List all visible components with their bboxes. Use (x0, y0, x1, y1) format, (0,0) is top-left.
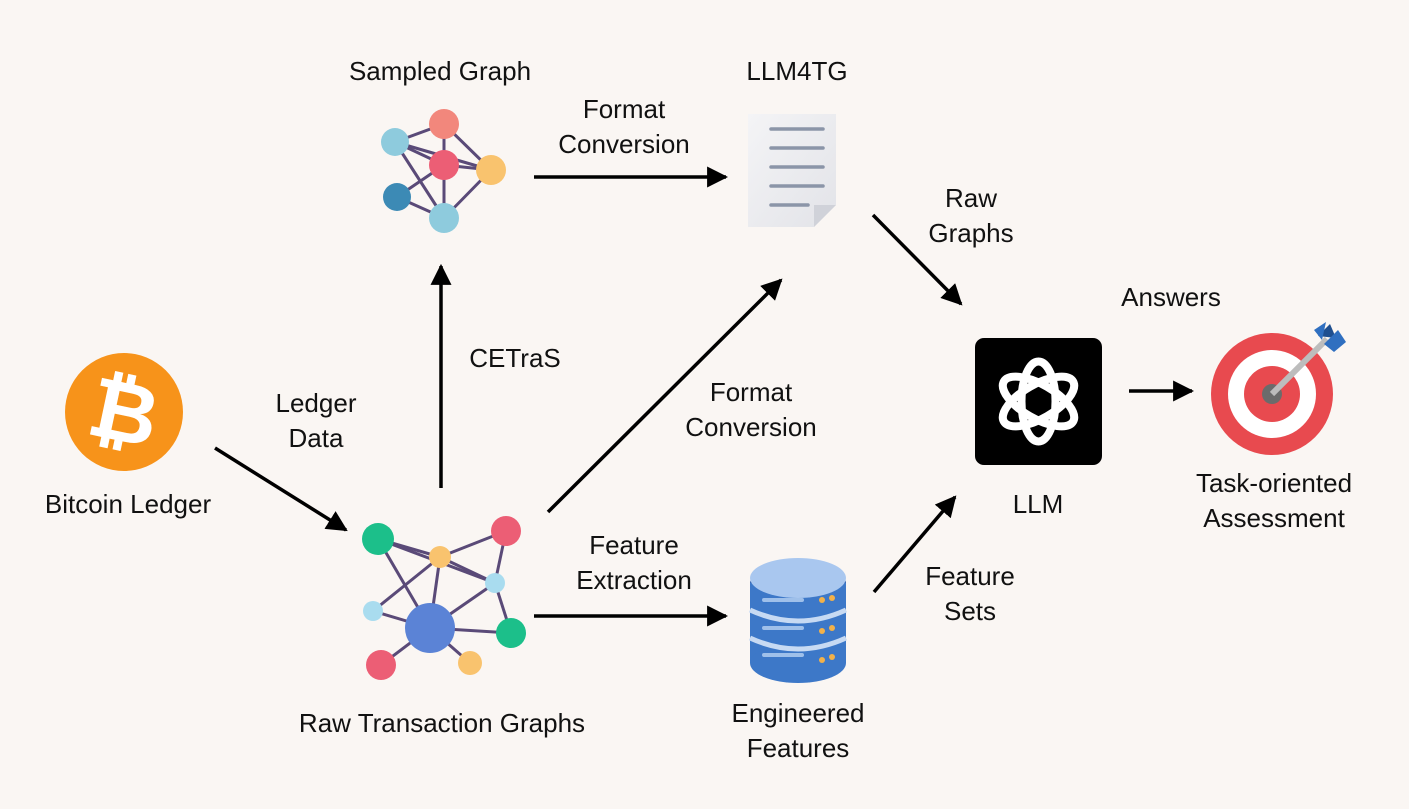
format-conversion-mid-label: Format Conversion (685, 377, 817, 442)
raw-graphs-label: Raw Graphs (928, 183, 1014, 248)
llm-icon (975, 338, 1102, 465)
arrow-llm4tg-to-llm (871, 213, 963, 306)
feature-sets-label: Feature Sets (925, 561, 1015, 626)
raw-transaction-graph-icon (362, 516, 526, 680)
llm4tg-label: LLM4TG (746, 56, 848, 86)
sampled-graph-label: Sampled Graph (348, 56, 532, 86)
arrow-ledger-to-raw-graphs (214, 446, 348, 532)
llm-label: LLM (1012, 489, 1064, 519)
ledger-data-label: Ledger Data (275, 388, 357, 453)
database-icon (748, 558, 848, 683)
format-conversion-top-label: Format Conversion (558, 94, 690, 159)
bitcoin-ledger-label: Bitcoin Ledger (44, 489, 212, 519)
bitcoin-icon: ₿ (65, 353, 183, 471)
target-icon (1211, 322, 1346, 455)
feature-extraction-label: Feature Extraction (576, 530, 692, 595)
cetras-label: CETraS (469, 343, 561, 373)
task-assessment-label: Task-oriented Assessment (1195, 468, 1353, 533)
answers-label: Answers (1121, 282, 1221, 312)
document-icon (748, 114, 836, 227)
arrow-features-to-llm (872, 495, 957, 594)
arrows (214, 166, 1195, 627)
engineered-features-label: Engineered Features (731, 698, 865, 763)
raw-transaction-graphs-label: Raw Transaction Graphs (298, 708, 586, 738)
arrow-raw-to-llm4tg (546, 278, 783, 514)
sampled-graph-icon (381, 109, 506, 233)
